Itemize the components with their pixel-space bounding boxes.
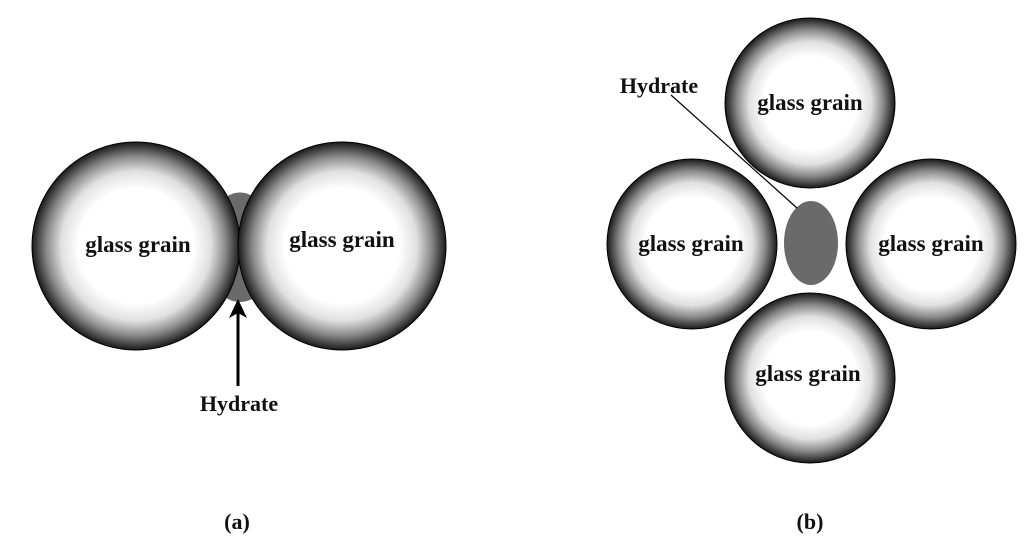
hydrate-label: Hydrate — [620, 73, 698, 98]
hydrate-arrow-icon — [229, 299, 247, 386]
glass-grain-circle — [724, 292, 896, 464]
glass-grain-label: glass grain — [85, 232, 191, 257]
glass-grain-circle — [237, 141, 447, 351]
hydrate-label: Hydrate — [200, 391, 278, 416]
panel-caption: (b) — [797, 509, 824, 534]
glass-grain-circle — [724, 17, 896, 189]
glass-grain-label: glass grain — [878, 231, 984, 256]
glass-grain-circle — [845, 158, 1017, 330]
panel-b: Hydrate glass grain glass grain glass gr… — [606, 17, 1017, 534]
panel-a: glass grain glass grain Hydrate (a) — [31, 141, 447, 534]
glass-grain-label: glass grain — [638, 231, 744, 256]
hydrate-ellipse — [784, 201, 838, 285]
glass-grain-circle — [606, 158, 778, 330]
hydrate-leader-line — [670, 94, 798, 209]
panel-caption: (a) — [224, 509, 250, 534]
glass-grain-label: glass grain — [755, 361, 861, 386]
glass-grain-label: glass grain — [289, 227, 395, 252]
glass-grain-label: glass grain — [757, 90, 863, 115]
